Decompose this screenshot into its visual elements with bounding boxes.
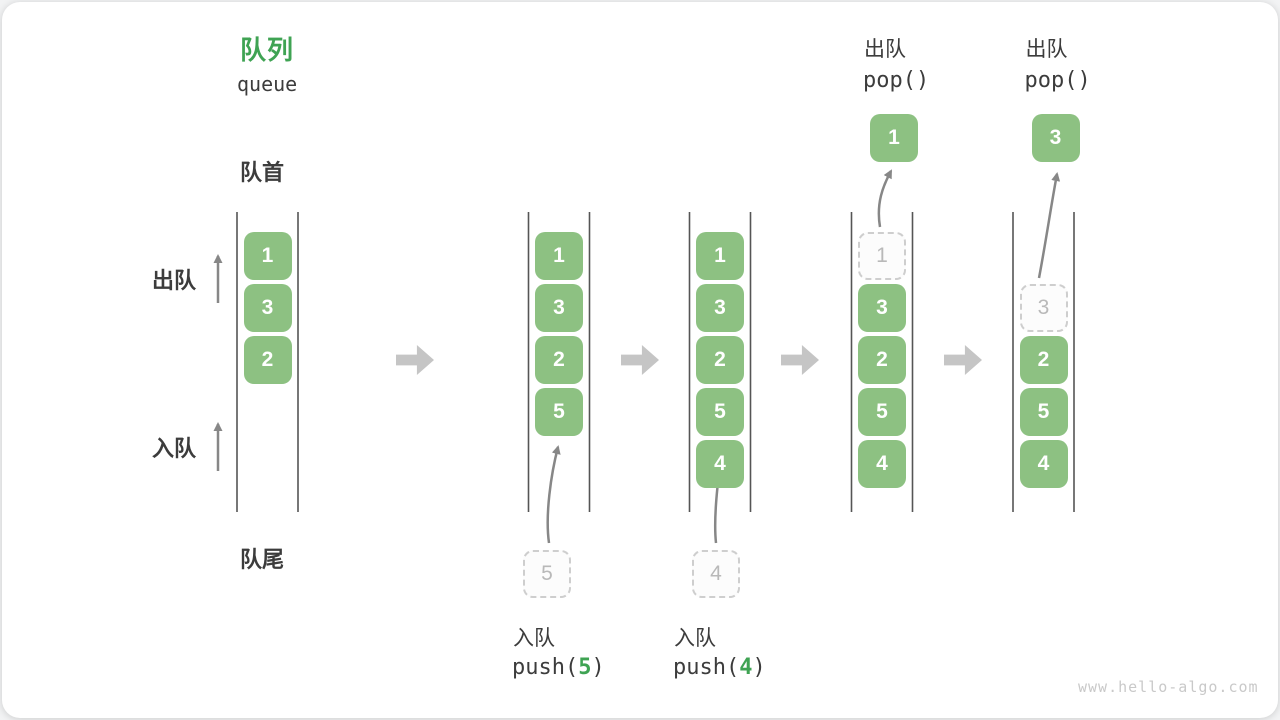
dequeue-op-label: 出队 <box>1025 38 1068 61</box>
queue-slot-ghost: 3 <box>1019 284 1068 332</box>
incoming-element-ghost: 4 <box>692 550 740 598</box>
figure-title: 队列 <box>240 35 295 65</box>
enqueue-op-label: 入队 <box>674 627 716 650</box>
watermark: www.hello-algo.com <box>1078 678 1259 696</box>
label-dequeue-side: 出队 <box>152 268 197 293</box>
dequeue-op-code: pop() <box>863 68 930 93</box>
queue-element: 5 <box>696 388 744 436</box>
queue-element: 2 <box>1019 336 1068 384</box>
queue-element: 2 <box>243 336 292 384</box>
queue-element: 1 <box>535 232 583 280</box>
label-enqueue-side: 入队 <box>152 436 197 461</box>
queue-element: 4 <box>696 440 744 488</box>
figure-subtitle: queue <box>237 72 298 96</box>
label-queue-front: 队首 <box>240 160 285 185</box>
dequeue-op-code: pop() <box>1024 68 1091 93</box>
queue-element: 3 <box>858 284 906 332</box>
queue-element: 1 <box>243 232 292 280</box>
queue-element: 2 <box>535 336 583 384</box>
popped-element: 1 <box>870 114 918 162</box>
queue-element: 3 <box>243 284 292 332</box>
queue-element: 4 <box>1019 440 1068 488</box>
queue-element: 4 <box>858 440 906 488</box>
queue-element: 5 <box>1019 388 1068 436</box>
enqueue-op-label: 入队 <box>513 627 555 650</box>
queue-element: 3 <box>696 284 744 332</box>
enqueue-op-code: push(4) <box>673 655 766 680</box>
enqueue-op-code: push(5) <box>512 655 605 680</box>
popped-element: 3 <box>1031 114 1080 162</box>
enqueue-arg: 5 <box>578 655 592 680</box>
enqueue-arg: 4 <box>739 655 753 680</box>
queue-element: 5 <box>858 388 906 436</box>
queue-element: 2 <box>858 336 906 384</box>
queue-slot-ghost: 1 <box>858 232 906 280</box>
queue-element: 2 <box>696 336 744 384</box>
queue-element: 3 <box>535 284 583 332</box>
queue-element: 1 <box>696 232 744 280</box>
incoming-element-ghost: 5 <box>523 550 571 598</box>
queue-element: 5 <box>535 388 583 436</box>
dequeue-op-label: 出队 <box>864 38 906 61</box>
label-queue-rear: 队尾 <box>240 547 285 572</box>
